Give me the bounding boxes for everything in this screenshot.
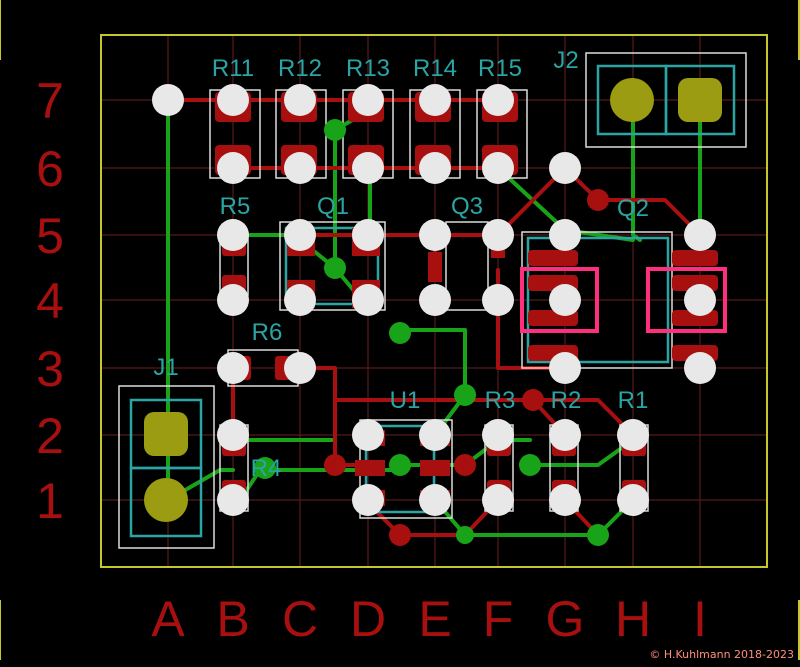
pad-ring bbox=[217, 352, 249, 384]
row-label: 1 bbox=[36, 473, 64, 529]
pad-ring bbox=[549, 419, 581, 451]
pad-ring bbox=[617, 484, 649, 516]
top-vias bbox=[324, 189, 609, 546]
pad-ring bbox=[684, 352, 716, 384]
transistor-Q3-label: Q3 bbox=[451, 193, 483, 220]
pad-ring bbox=[419, 284, 451, 316]
pad-ring bbox=[482, 84, 514, 116]
pad-ring bbox=[352, 419, 384, 451]
column-label: I bbox=[693, 591, 707, 647]
resistor-R14-label: R14 bbox=[413, 55, 457, 82]
pad-ring bbox=[549, 152, 581, 184]
bottom-vias bbox=[254, 119, 609, 546]
pad-ring bbox=[284, 352, 316, 384]
pad-ring bbox=[549, 484, 581, 516]
resistor-R3-label: R3 bbox=[485, 387, 516, 414]
resistor-R13-label: R13 bbox=[346, 55, 390, 82]
resistor-R15-label: R15 bbox=[478, 55, 522, 82]
row-label: 5 bbox=[36, 208, 64, 264]
pad-ring bbox=[549, 284, 581, 316]
pad-ring bbox=[352, 84, 384, 116]
highlight-boxes bbox=[520, 267, 727, 333]
column-label: D bbox=[350, 591, 386, 647]
pad-ring bbox=[284, 219, 316, 251]
pad-ring bbox=[217, 484, 249, 516]
pad-ring bbox=[152, 84, 184, 116]
transistor-Q2-label: Q2 bbox=[617, 195, 649, 222]
ic-U1-label: U1 bbox=[390, 387, 421, 414]
pad-ring bbox=[419, 419, 451, 451]
pad-ring bbox=[482, 484, 514, 516]
pad-ring bbox=[217, 152, 249, 184]
pad-ring bbox=[352, 484, 384, 516]
copyright-text: © H.Kuhlmann 2018-2023 bbox=[649, 648, 794, 661]
pad-ring bbox=[284, 152, 316, 184]
pad-ring bbox=[419, 84, 451, 116]
pad-ring bbox=[482, 284, 514, 316]
column-label: H bbox=[615, 591, 651, 647]
column-label: C bbox=[282, 591, 318, 647]
resistor-R1-label: R1 bbox=[618, 387, 649, 414]
transistor-Q1-label: Q1 bbox=[317, 193, 349, 220]
row-label: 3 bbox=[36, 341, 64, 397]
pad-ring bbox=[217, 284, 249, 316]
pad-ring bbox=[482, 419, 514, 451]
pad-ring bbox=[684, 219, 716, 251]
pad-ring bbox=[419, 219, 451, 251]
pad-ring bbox=[482, 219, 514, 251]
pad-ring bbox=[684, 284, 716, 316]
resistor-R12-label: R12 bbox=[278, 55, 322, 82]
connector-pads bbox=[144, 78, 722, 522]
resistor-R5-label: R5 bbox=[220, 193, 251, 220]
board-outline bbox=[100, 34, 768, 568]
pad-ring bbox=[352, 284, 384, 316]
pad-ring bbox=[217, 84, 249, 116]
pad-ring bbox=[482, 152, 514, 184]
row-label: 7 bbox=[36, 73, 64, 129]
pad-ring bbox=[419, 152, 451, 184]
resistor-R11-label: R11 bbox=[212, 55, 254, 82]
pad-ring bbox=[352, 152, 384, 184]
resistor-R2-label: R2 bbox=[551, 387, 582, 414]
pad-ring bbox=[217, 219, 249, 251]
pad-ring bbox=[419, 484, 451, 516]
pad-ring bbox=[217, 419, 249, 451]
pad-ring bbox=[617, 419, 649, 451]
pad-ring bbox=[284, 284, 316, 316]
column-label: F bbox=[483, 591, 514, 647]
resistor-R6-label: R6 bbox=[252, 319, 283, 346]
column-label: E bbox=[418, 591, 451, 647]
pad-ring bbox=[284, 84, 316, 116]
row-label: 2 bbox=[36, 408, 64, 464]
row-label: 6 bbox=[36, 141, 64, 197]
pad-ring bbox=[549, 352, 581, 384]
column-label: B bbox=[216, 591, 249, 647]
pad-ring bbox=[549, 219, 581, 251]
pad-ring bbox=[352, 219, 384, 251]
row-label: 4 bbox=[36, 273, 64, 329]
connector-J2-label: J2 bbox=[553, 47, 578, 74]
resistor-R4-label: R4 bbox=[251, 455, 282, 482]
connector-J1-label: J1 bbox=[153, 354, 178, 381]
through-holes bbox=[152, 84, 716, 516]
column-label: A bbox=[151, 591, 185, 647]
column-label: G bbox=[546, 591, 585, 647]
